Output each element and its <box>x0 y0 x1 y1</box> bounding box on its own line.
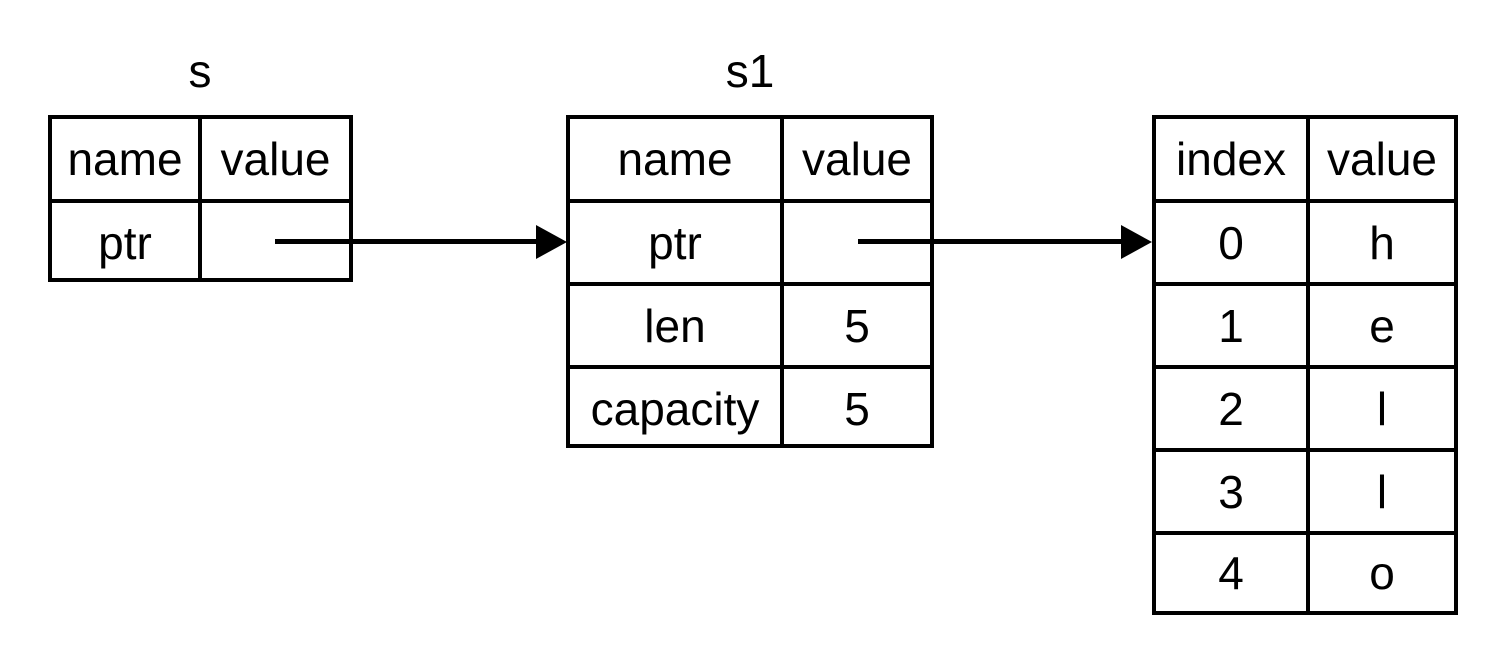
table-buffer: index value 0 h 1 e 2 <box>1152 115 1458 615</box>
table-row-header: name value <box>52 119 349 203</box>
cell-index: 0 <box>1156 203 1310 282</box>
cell-label-capacity: capacity <box>590 382 760 435</box>
cell-field-name: ptr <box>570 203 784 282</box>
cell-value-capacity: 5 <box>844 382 870 435</box>
table-row: 3 l <box>1156 452 1454 535</box>
header-label-index: index <box>1176 133 1286 185</box>
arrow-line-s1-to-buffer <box>858 239 1122 244</box>
cell-index-1: 1 <box>1218 299 1244 352</box>
table-row-header: index value <box>1156 119 1454 203</box>
table-s: name value ptr <box>48 115 353 282</box>
cell-value: l <box>1310 369 1454 448</box>
cell-value: e <box>1310 286 1454 365</box>
cell-index-4: 4 <box>1218 547 1244 599</box>
table-row: 4 o <box>1156 535 1454 611</box>
cell-field-value: 5 <box>784 286 930 365</box>
table-label-s1: s1 <box>725 45 775 97</box>
header-label-name: name <box>617 133 733 185</box>
arrow-head-s1-to-buffer <box>1121 225 1152 259</box>
header-cell-index: index <box>1156 119 1310 199</box>
header-label-value: value <box>1327 133 1437 185</box>
table-row-header: name value <box>570 119 930 203</box>
cell-field-name: len <box>570 286 784 365</box>
cell-index: 2 <box>1156 369 1310 448</box>
header-cell-value: value <box>202 119 349 199</box>
table-row: 0 h <box>1156 203 1454 286</box>
cell-field-name: ptr <box>52 203 202 282</box>
table-row: len 5 <box>570 286 930 369</box>
table-s1: name value ptr len 5 capacity <box>566 115 934 448</box>
cell-value: l <box>1310 452 1454 531</box>
table-row: capacity 5 <box>570 369 930 448</box>
cell-value-0: h <box>1369 216 1395 269</box>
cell-value-2: l <box>1376 382 1388 435</box>
table-row: ptr <box>570 203 930 286</box>
cell-value: o <box>1310 535 1454 611</box>
cell-index: 3 <box>1156 452 1310 531</box>
cell-index-3: 3 <box>1218 465 1244 518</box>
cell-value-len: 5 <box>844 299 870 352</box>
header-cell-value: value <box>784 119 930 199</box>
cell-value: h <box>1310 203 1454 282</box>
cell-label-ptr: ptr <box>98 216 152 269</box>
header-cell-name: name <box>570 119 784 199</box>
table-row: 2 l <box>1156 369 1454 452</box>
cell-value-4: o <box>1369 547 1395 599</box>
cell-value-1: e <box>1369 299 1395 352</box>
cell-index: 4 <box>1156 535 1310 611</box>
arrow-line-s-to-s1 <box>275 239 537 244</box>
cell-index-0: 0 <box>1218 216 1244 269</box>
cell-index-2: 2 <box>1218 382 1244 435</box>
header-label-value: value <box>802 133 912 185</box>
cell-index: 1 <box>1156 286 1310 365</box>
table-label-s: s <box>188 45 212 97</box>
table-row: ptr <box>52 203 349 282</box>
header-label-name: name <box>67 133 183 185</box>
cell-value-3: l <box>1376 465 1388 518</box>
cell-label-len: len <box>644 299 706 352</box>
cell-field-name: capacity <box>570 369 784 448</box>
header-cell-name: name <box>52 119 202 199</box>
arrow-head-s-to-s1 <box>536 225 567 259</box>
header-cell-value: value <box>1310 119 1454 199</box>
cell-label-ptr: ptr <box>648 216 702 269</box>
table-row: 1 e <box>1156 286 1454 369</box>
cell-field-value: 5 <box>784 369 930 448</box>
header-label-value: value <box>220 133 331 185</box>
